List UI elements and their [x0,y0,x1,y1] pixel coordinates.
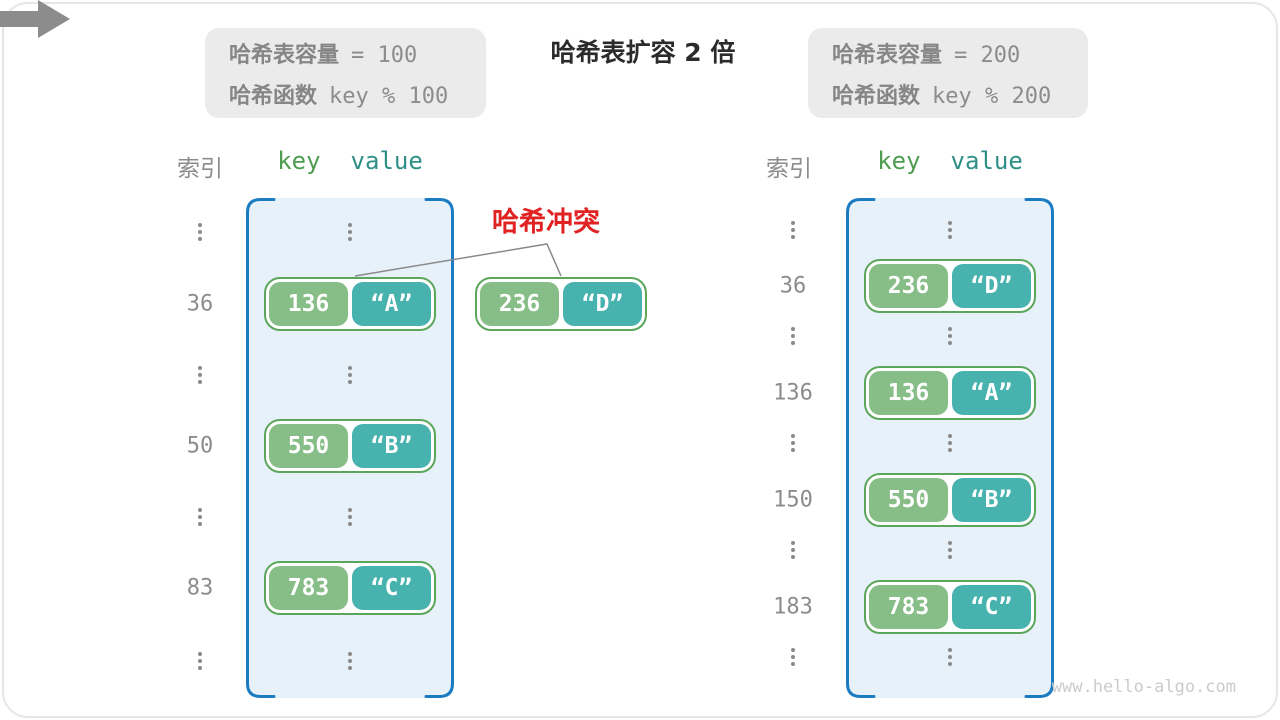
key-header: key [277,147,321,175]
ellipsis [198,366,202,384]
hash-function-value: key % 200 [932,83,1052,109]
pair-783-C: 783 “C” [864,580,1036,634]
key-box: 550 [869,478,948,522]
hash-function-line: 哈希函数 key % 100 [229,78,486,110]
value-box: “A” [352,282,431,326]
pair-136-A: 136 “A” [864,366,1036,420]
watermark: www.hello-algo.com [1051,677,1236,697]
capacity-line: 哈希表容量 = 100 [229,37,486,69]
ellipsis [198,508,202,526]
capacity-box-before: 哈希表容量 = 100 哈希函数 key % 100 [205,28,486,118]
ellipsis [348,508,352,526]
capacity-box-after: 哈希表容量 = 200 哈希函数 key % 200 [808,28,1088,118]
value-box: “D” [952,264,1031,308]
capacity-value: = 100 [351,42,418,68]
key-box: 136 [869,371,948,415]
ellipsis [948,327,952,345]
container-brackets [246,198,454,698]
index-label: 36 [779,273,807,299]
container-brackets [846,198,1054,698]
right-kv-header: key value [877,147,1023,175]
collision-label: 哈希冲突 [492,207,600,238]
ellipsis [948,434,952,452]
key-box: 550 [269,424,348,468]
key-header: key [877,147,921,175]
value-box: “A” [952,371,1031,415]
index-label: 150 [773,487,813,513]
capacity-value: = 200 [954,42,1021,68]
hash-function-label: 哈希函数 [229,83,318,109]
value-header: value [350,147,423,175]
value-header: value [950,147,1023,175]
hash-function-label: 哈希函数 [832,83,921,109]
hash-function-line: 哈希函数 key % 200 [832,78,1088,110]
ellipsis [948,648,952,666]
ellipsis [791,221,795,239]
ellipsis [948,221,952,239]
hash-function-value: key % 100 [329,83,449,109]
right-index-header: 索引 [766,156,812,182]
index-label: 136 [773,380,813,406]
value-box: “C” [352,566,431,610]
ellipsis [791,434,795,452]
value-box: “D” [563,282,642,326]
key-box: 236 [869,264,948,308]
index-label: 50 [186,433,214,459]
ellipsis [198,652,202,670]
key-box: 236 [480,282,559,326]
key-box: 136 [269,282,348,326]
index-label: 83 [186,575,214,601]
transition-title: 哈希表扩容 2 倍 [550,38,736,67]
pair-783-C: 783 “C” [264,561,436,615]
capacity-line: 哈希表容量 = 200 [832,37,1088,69]
ellipsis [348,652,352,670]
ellipsis [791,648,795,666]
pair-136-A: 136 “A” [264,277,436,331]
ellipsis [791,327,795,345]
pair-236-D-colliding: 236 “D” [475,277,647,331]
pair-236-D: 236 “D” [864,259,1036,313]
index-label: 36 [186,291,214,317]
value-box: “B” [952,478,1031,522]
ellipsis [198,223,202,241]
ellipsis [348,366,352,384]
ellipsis [348,223,352,241]
value-box: “B” [352,424,431,468]
ellipsis [948,541,952,559]
capacity-label: 哈希表容量 [229,42,340,68]
left-kv-header: key value [277,147,423,175]
pair-550-B: 550 “B” [864,473,1036,527]
pair-550-B: 550 “B” [264,419,436,473]
capacity-label: 哈希表容量 [832,42,943,68]
key-box: 783 [269,566,348,610]
right-arrow-icon [0,0,70,38]
ellipsis [791,541,795,559]
index-label: 183 [773,594,813,620]
key-box: 783 [869,585,948,629]
left-index-header: 索引 [177,156,223,182]
value-box: “C” [952,585,1031,629]
